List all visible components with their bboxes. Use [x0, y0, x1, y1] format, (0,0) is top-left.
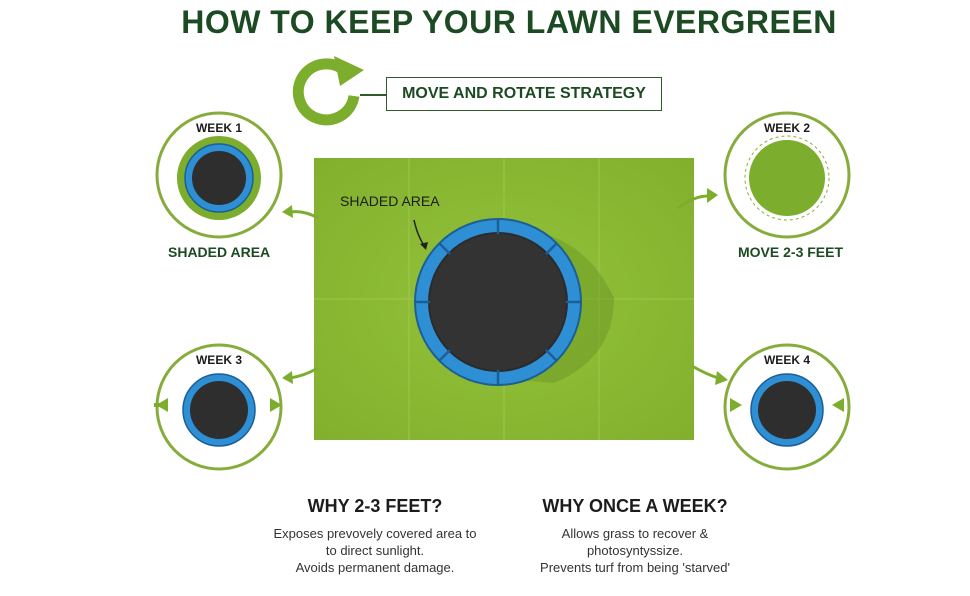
- week-1-label: WEEK 1: [195, 121, 242, 135]
- why-weekly-line: photosyntyssize.: [586, 543, 684, 558]
- lawn-area: [314, 158, 694, 440]
- week-2-circle: [723, 111, 851, 239]
- why-distance-line: to direct sunlight.: [325, 543, 425, 558]
- arrow-icon-week1: [282, 205, 319, 220]
- week-1-caption: SHADED AREA: [168, 244, 271, 260]
- why-weekly-section: WHY ONCE A WEEK? Allows grass to recover…: [510, 496, 760, 576]
- connector-line: [360, 94, 386, 96]
- week-2-label: WEEK 2: [763, 121, 810, 135]
- week-3-label: WEEK 3: [195, 353, 242, 367]
- arrow-icon-week4: [691, 364, 728, 385]
- why-distance-line: Avoids permanent damage.: [295, 560, 455, 575]
- why-distance-line: Exposes prevovely covered area to: [273, 526, 477, 541]
- why-weekly-line: Prevents turf from being 'starved': [540, 560, 730, 575]
- week-1-circle: [155, 111, 283, 239]
- why-weekly-title: WHY ONCE A WEEK?: [542, 496, 728, 516]
- week-3-circle: [154, 343, 283, 471]
- page-title: HOW TO KEEP YOUR LAWN EVERGREEN: [181, 4, 837, 40]
- week-4-circle: [723, 343, 851, 471]
- strategy-label: MOVE AND ROTATE STRATEGY: [386, 77, 662, 111]
- arrow-icon-week3: [282, 366, 319, 384]
- shaded-area-annotation: SHADED AREA: [340, 193, 440, 209]
- why-distance-section: WHY 2-3 FEET? Exposes prevovely covered …: [250, 496, 500, 576]
- why-weekly-line: Allows grass to recover &: [561, 526, 709, 541]
- why-distance-title: WHY 2-3 FEET?: [307, 496, 443, 516]
- week-2-caption: MOVE 2-3 FEET: [738, 244, 844, 260]
- arrow-icon-week2: [677, 188, 718, 210]
- rotate-arrow-icon: [292, 56, 364, 126]
- week-4-label: WEEK 4: [763, 353, 810, 367]
